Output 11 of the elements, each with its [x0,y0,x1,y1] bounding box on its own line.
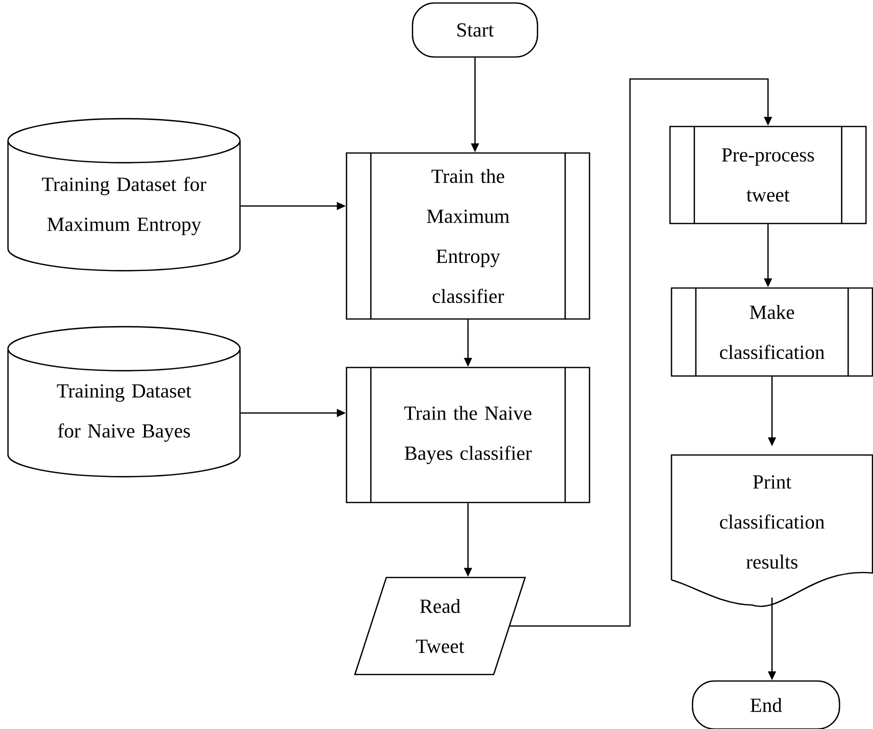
arrow [510,78,772,627]
terminal-box: Start [412,2,538,58]
terminal-box: End [692,680,840,729]
process-box: Make classification [670,287,873,377]
database-cylinder: Training Dataset for Maximum Entropy [7,118,241,272]
process-box: Train the Naive Bayes classifier [346,366,590,504]
process-box: Pre-process tweet [669,126,867,224]
document-shape: Print classification results [670,454,873,607]
database-cylinder: Training Dataset for Naive Bayes [7,326,241,478]
process-box: Train the Maximum Entropy classifier [346,152,590,320]
input-parallelogram: Read Tweet [354,576,526,676]
